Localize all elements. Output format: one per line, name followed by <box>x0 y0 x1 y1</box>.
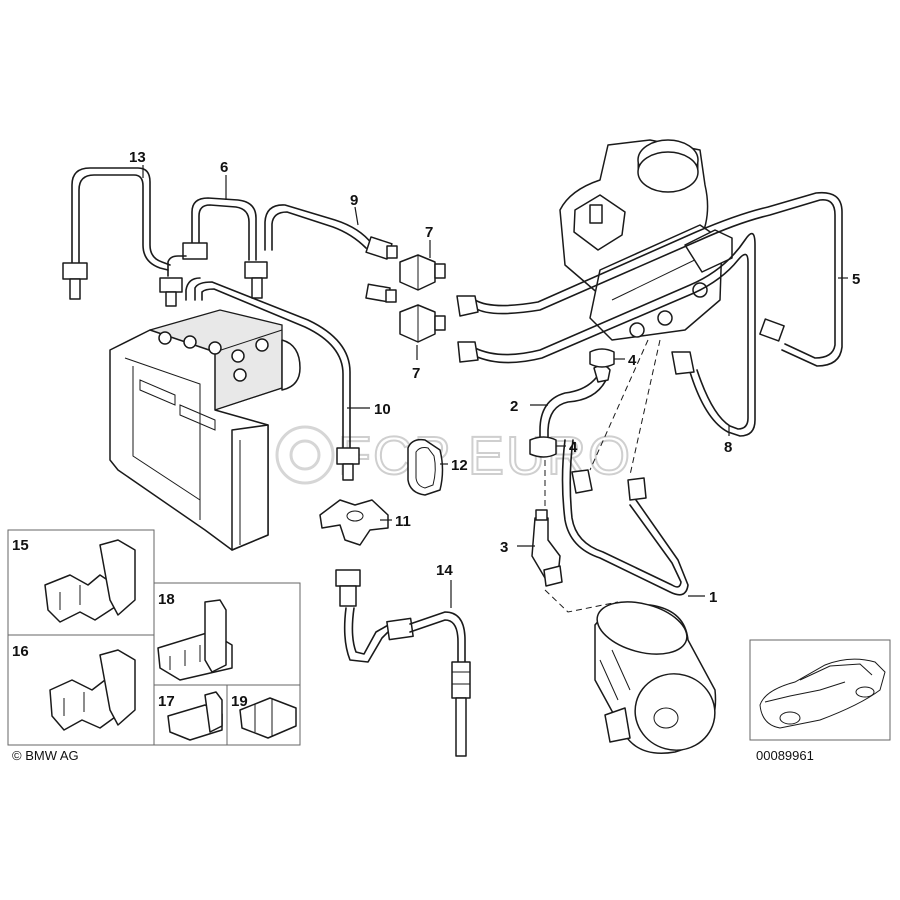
union-nut-7-lower[interactable] <box>399 304 446 343</box>
callout-10: 10 <box>374 401 391 418</box>
callout-4-lower: 4 <box>569 439 578 456</box>
callout-3: 3 <box>500 539 508 556</box>
bracket-11[interactable] <box>319 499 389 546</box>
brake-pipe-5[interactable] <box>456 191 843 367</box>
sealing-cap-4-upper[interactable] <box>589 348 615 368</box>
brake-pipe-13[interactable] <box>62 167 171 300</box>
callout-9: 9 <box>350 192 358 209</box>
brake-hose-14[interactable] <box>335 569 471 757</box>
callout-13: 13 <box>129 149 146 166</box>
clip-box-17[interactable] <box>153 684 228 746</box>
callout-15: 15 <box>12 537 29 554</box>
callout-8: 8 <box>724 439 732 456</box>
abs-hydraulic-unit[interactable] <box>109 309 301 551</box>
vehicle-thumbnail <box>749 639 891 741</box>
callout-1: 1 <box>709 589 717 606</box>
callout-11: 11 <box>395 513 411 530</box>
brake-pipe-6[interactable] <box>159 197 268 307</box>
pressure-accumulator[interactable] <box>544 339 723 759</box>
diagram-number: 00089961 <box>756 748 814 763</box>
callout-leaders <box>142 165 848 608</box>
callout-2: 2 <box>510 398 518 415</box>
brake-pipe-10[interactable] <box>185 277 397 481</box>
union-nut-7-upper[interactable] <box>399 254 446 291</box>
callout-16: 16 <box>12 643 29 660</box>
brake-pipe-8[interactable] <box>457 232 756 437</box>
grommet-12[interactable] <box>407 438 444 496</box>
clip-box-19[interactable] <box>226 684 301 746</box>
callout-6: 6 <box>220 159 228 176</box>
copyright-text: © BMW AG <box>12 748 79 763</box>
callout-19: 19 <box>231 693 248 710</box>
sealing-cap-4-lower[interactable] <box>529 436 557 458</box>
callout-18: 18 <box>158 591 175 608</box>
clip-box-15[interactable] <box>7 529 155 636</box>
callout-7-upper: 7 <box>425 224 433 241</box>
callout-5: 5 <box>852 271 860 288</box>
callout-7-lower: 7 <box>412 365 420 382</box>
callout-12: 12 <box>451 457 468 474</box>
callout-14: 14 <box>436 562 453 579</box>
brake-pipe-1[interactable] <box>561 439 689 596</box>
pipe-connector-3[interactable] <box>531 509 563 587</box>
callout-4-upper: 4 <box>628 352 637 369</box>
clip-box-18[interactable] <box>153 582 301 686</box>
clip-box-16[interactable] <box>7 634 155 746</box>
brake-pipe-9[interactable] <box>264 204 398 260</box>
brake-fluid-reservoir[interactable] <box>559 139 733 341</box>
callout-17: 17 <box>158 693 175 710</box>
